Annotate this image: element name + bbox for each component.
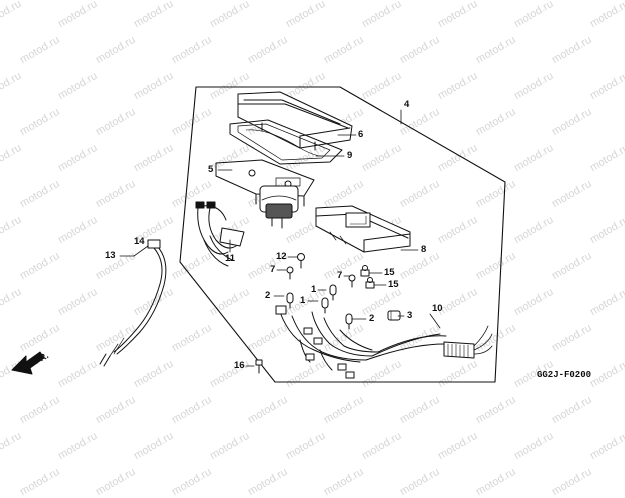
front-arrow-icon — [11, 351, 45, 375]
socket-15b — [365, 277, 375, 289]
callout-16: 16 — [234, 360, 245, 371]
watermark-text: motod.ru — [473, 465, 518, 498]
callout-7b: 7 — [337, 270, 343, 281]
watermark-text: motod.ru — [321, 465, 366, 498]
assembly-frame — [179, 86, 506, 383]
callout-8: 8 — [421, 244, 427, 255]
callout-12: 12 — [276, 251, 287, 262]
callout-5: 5 — [208, 164, 214, 175]
speedometer-cable — [99, 239, 167, 367]
leader-lines — [119, 109, 441, 367]
wire-harness — [275, 305, 493, 379]
watermark-text: motod.ru — [245, 465, 290, 498]
upper-case — [237, 91, 353, 151]
seal-gasket — [229, 119, 343, 165]
bulb-2a — [286, 292, 294, 309]
callout-13: 13 — [105, 250, 116, 261]
callout-15b: 15 — [388, 279, 399, 290]
lower-case — [315, 205, 411, 253]
callout-6: 6 — [358, 129, 364, 140]
callout-15a: 15 — [384, 267, 395, 278]
screw-16 — [255, 359, 263, 374]
watermark-text: motod.ru — [93, 465, 138, 498]
callout-10: 10 — [432, 303, 443, 314]
meter-body — [259, 185, 299, 229]
callout-7a: 7 — [270, 264, 276, 275]
figure-code: GG2J-F0200 — [537, 370, 592, 380]
bulb-2b — [345, 313, 353, 330]
callout-3: 3 — [407, 310, 413, 321]
watermark-text: motod.ru — [397, 465, 442, 498]
callout-4: 4 — [404, 99, 410, 110]
watermark-text: motod.ru — [169, 465, 214, 498]
watermark-text: motod.ru — [549, 465, 594, 498]
callout-2b: 2 — [369, 313, 375, 324]
callout-14: 14 — [134, 236, 145, 247]
callout-2a: 2 — [265, 290, 271, 301]
screw-7-right — [348, 274, 356, 288]
screw-7-left — [286, 266, 294, 280]
watermark-text: motod.ru — [17, 465, 62, 498]
screw-12 — [297, 253, 305, 269]
parts-diagram — [11, 86, 506, 383]
callout-11: 11 — [225, 253, 236, 264]
callout-1b: 1 — [300, 295, 306, 306]
socket-15a — [360, 265, 370, 277]
bulb-1b — [321, 297, 329, 314]
socket-harness — [195, 201, 245, 267]
cap-3 — [387, 310, 401, 321]
bulb-1a — [329, 284, 337, 301]
callout-1a: 1 — [311, 284, 317, 295]
callout-9: 9 — [347, 150, 353, 161]
